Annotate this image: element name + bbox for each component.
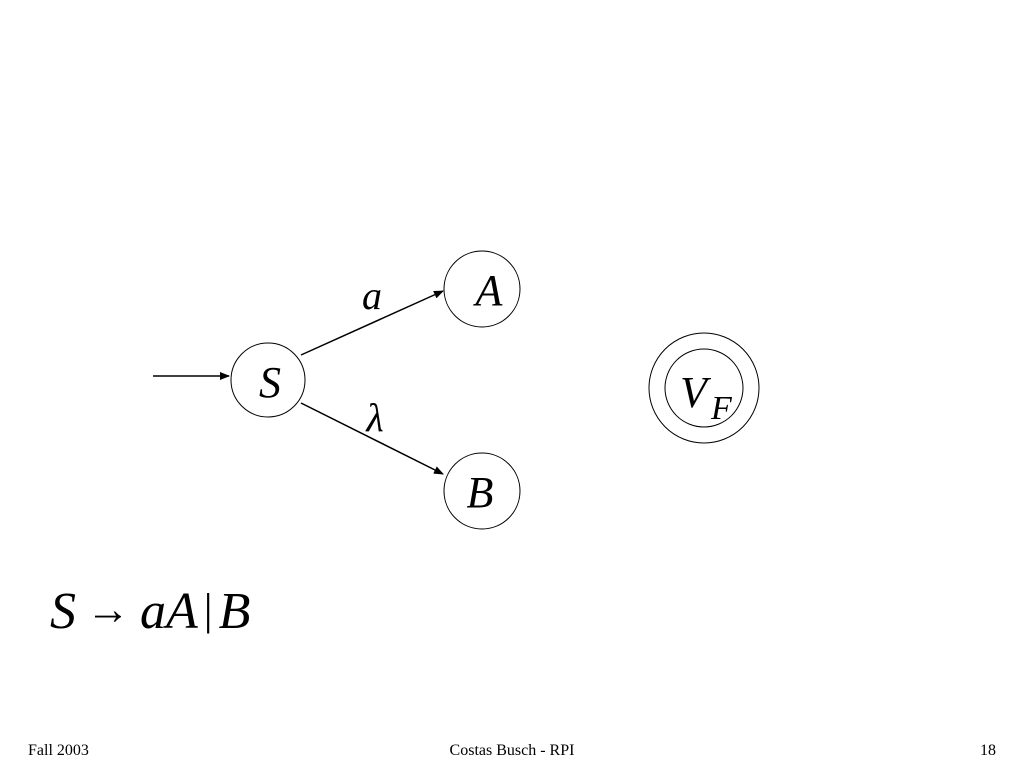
state-b: B — [443, 452, 521, 530]
edge-s-to-b — [300, 402, 444, 475]
footer-author: Costas Busch - RPI — [449, 742, 575, 759]
state-vf-subscript: F — [710, 390, 733, 427]
edge-s-to-a — [300, 290, 444, 356]
state-s: S — [230, 342, 306, 418]
state-b-label: B — [467, 468, 494, 517]
grammar-separator: | — [203, 585, 213, 634]
state-a-label: A — [473, 266, 504, 315]
production-arrow: → — [86, 585, 130, 634]
grammar-production: S→aA|B — [50, 582, 250, 644]
state-vf-final: V F — [648, 332, 760, 444]
footer-page-number: 18 — [980, 742, 996, 759]
footer-date: Fall 2003 — [28, 742, 89, 759]
grammar-rhs-1: aA — [140, 583, 198, 640]
grammar-rhs-2: B — [218, 583, 251, 640]
grammar-lhs: S — [50, 583, 76, 640]
state-vf-label: V — [680, 368, 712, 417]
edge-label-a: a — [362, 273, 382, 318]
state-s-label: S — [259, 358, 281, 407]
edge-label-lambda: λ — [365, 395, 383, 440]
state-a: A — [443, 250, 521, 328]
